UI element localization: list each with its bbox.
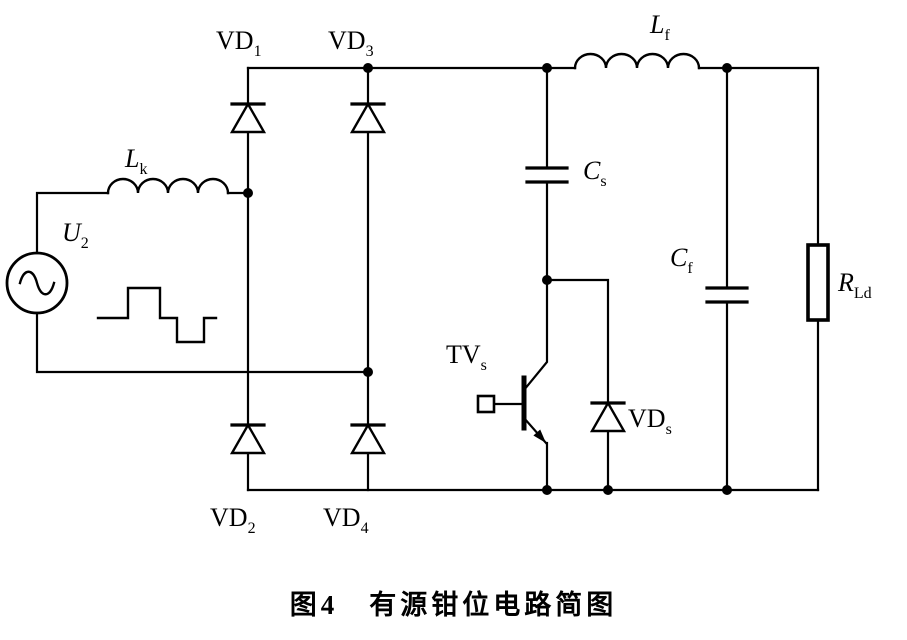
label-lk-main: L: [125, 144, 140, 173]
label-vd4-main: VD: [323, 503, 361, 532]
label-vd4-sub: 4: [360, 520, 369, 537]
label-vd3: VD3: [328, 26, 374, 60]
label-cs: Cs: [583, 156, 607, 190]
label-cf-main: C: [670, 243, 688, 272]
waveform-icon: [96, 286, 218, 344]
label-vd3-main: VD: [328, 26, 366, 55]
label-tvs-sub: s: [480, 357, 487, 374]
label-rld-main: R: [838, 268, 854, 297]
resistor-rld: [806, 66, 830, 492]
transistor-tvs: [476, 278, 549, 492]
label-cf-sub: f: [687, 260, 693, 277]
label-vds-sub: s: [665, 421, 672, 438]
label-vd2-main: VD: [210, 503, 248, 532]
label-vd2: VD2: [210, 503, 256, 537]
ac-source: [5, 251, 370, 374]
label-vds: VDs: [628, 404, 672, 438]
diode-vd3: [349, 101, 387, 134]
inductor-lf: [573, 52, 701, 70]
label-lf-main: L: [650, 10, 665, 39]
label-vd1-main: VD: [216, 26, 254, 55]
diode-vds: [589, 400, 627, 433]
label-u2-main: U: [62, 218, 81, 247]
label-lk-sub: k: [139, 161, 148, 178]
junction-dots: [243, 63, 732, 495]
diode-vd1: [229, 101, 267, 134]
label-vd4: VD4: [323, 503, 369, 537]
label-tvs: TVs: [446, 340, 487, 374]
label-vd1-sub: 1: [253, 43, 262, 60]
label-vd2-sub: 2: [247, 520, 256, 537]
label-u2-sub: 2: [80, 235, 89, 252]
diode-vd2: [229, 422, 267, 455]
clamp-branch-wire: [545, 278, 610, 492]
label-lf-sub: f: [664, 27, 670, 44]
capacitor-cf: [705, 66, 749, 492]
label-cf: Cf: [670, 243, 693, 277]
capacitor-cs: [525, 66, 569, 282]
label-rld-sub: Ld: [853, 285, 872, 302]
label-cs-main: C: [583, 156, 601, 185]
label-vd3-sub: 3: [365, 43, 374, 60]
label-u2: U2: [62, 218, 89, 252]
label-rld: RLd: [838, 268, 872, 302]
figure-caption: 图4 有源钳位电路简图: [289, 590, 618, 620]
label-tvs-main: TV: [446, 340, 481, 369]
label-vd1: VD1: [216, 26, 262, 60]
label-lf: Lf: [650, 10, 670, 44]
label-cs-sub: s: [600, 173, 607, 190]
diode-vd4: [349, 422, 387, 455]
label-lk: Lk: [125, 144, 147, 178]
label-vds-main: VD: [628, 404, 666, 433]
